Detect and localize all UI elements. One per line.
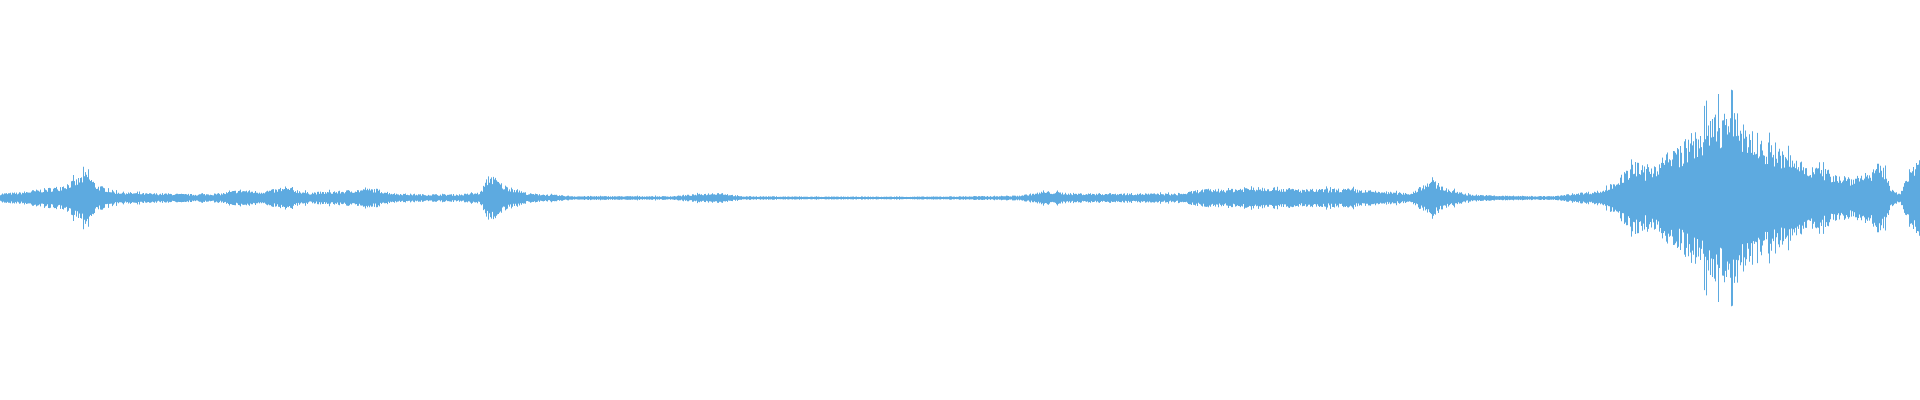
waveform-samples bbox=[0, 89, 1920, 307]
